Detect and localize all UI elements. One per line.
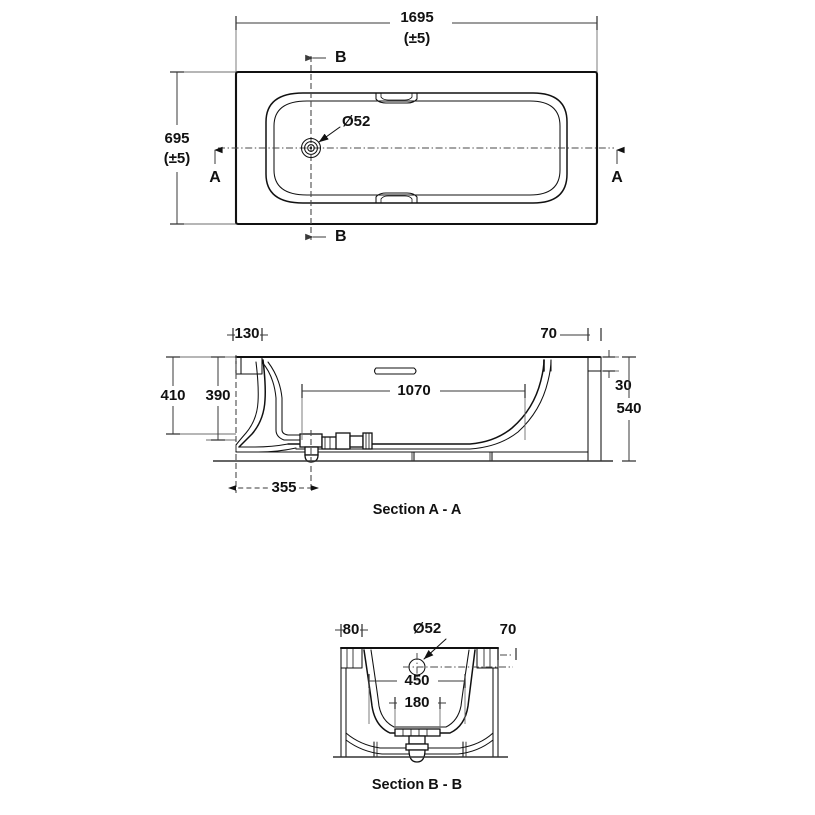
section-bb-waste-outlet	[403, 653, 431, 681]
section-aa-overall-height-dimension: 540	[616, 356, 642, 462]
section-bb-inner-width-value: 450	[404, 672, 429, 689]
section-bb-caption: Section B - B	[372, 777, 462, 793]
plan-waste-outlet	[300, 137, 322, 159]
section-aa-inner-depth-dimension: 390	[205, 356, 236, 441]
section-bb-inner-width-dimension: 450	[368, 672, 466, 724]
plan-section-mark-a-right: A	[611, 146, 625, 186]
plan-length-tolerance: (±5)	[404, 30, 431, 47]
section-aa-right-offset-value: 70	[540, 325, 557, 342]
section-bb-tub-body	[339, 646, 500, 763]
plan-section-mark-a-left: A	[209, 146, 223, 186]
section-bb-waste-diameter-label: Ø52	[413, 620, 441, 637]
plan-section-label-a-left: A	[209, 169, 221, 186]
plan-bowl-inner	[273, 100, 561, 196]
plan-length-dimension: 1695 (±5)	[235, 9, 598, 72]
plan-section-label-b-bottom: B	[335, 228, 347, 245]
section-bb-left-offset-dimension: 80	[335, 621, 368, 638]
section-aa-base-length-value: 1070	[397, 382, 430, 399]
section-aa-left-offset-dimension: 130	[227, 325, 268, 342]
section-bb-left-offset-value: 80	[343, 621, 360, 638]
section-aa-waste-offset-dimension: 355	[228, 355, 319, 496]
section-aa-right-offset-dimension: 70	[540, 325, 602, 342]
plan-width-value: 695	[164, 130, 189, 147]
plan-grip-bottom	[375, 192, 418, 204]
section-aa-waste-offset-value: 355	[271, 479, 296, 496]
section-aa-base-length-dimension: 1070	[301, 382, 526, 440]
section-aa-view: 130 70 410 390	[160, 325, 641, 518]
plan-waste-leader	[318, 126, 341, 143]
plan-section-label-b-top: B	[335, 49, 347, 66]
section-bb-base-width-value: 180	[404, 694, 429, 711]
plan-section-mark-b-top: B	[305, 49, 347, 66]
section-aa-waste-assembly	[261, 361, 373, 463]
section-aa-rim-thickness-dimension: 30	[601, 350, 632, 394]
plan-width-tolerance: (±5)	[164, 150, 191, 167]
plan-section-label-a-right: A	[611, 169, 623, 186]
section-bb-base-width-dimension: 180	[389, 694, 446, 729]
plan-grip-top	[375, 92, 418, 104]
section-bb-right-offset-dimension: 70	[497, 621, 517, 660]
plan-view: 1695 (±5) 695 (±5)	[164, 9, 625, 245]
section-bb-view: 80 70	[333, 620, 517, 793]
section-aa-caption: Section A - A	[373, 502, 462, 518]
section-aa-inner-depth-value: 390	[205, 387, 230, 404]
section-bb-waste-leader	[423, 638, 447, 660]
section-bb-right-offset-value: 70	[500, 621, 517, 638]
plan-waste-diameter-label: Ø52	[342, 113, 370, 130]
section-aa-internal-height-value: 410	[160, 387, 185, 404]
plan-section-mark-b-bottom: B	[305, 228, 347, 245]
section-aa-internal-height-dimension: 410	[160, 356, 236, 435]
section-aa-left-offset-value: 130	[234, 325, 259, 342]
section-aa-rim-thickness-value: 30	[615, 377, 632, 394]
plan-width-dimension: 695 (±5)	[164, 71, 240, 225]
plan-length-value: 1695	[400, 9, 433, 26]
section-aa-overall-height-value: 540	[616, 400, 641, 417]
section-aa-tub-body	[234, 355, 602, 462]
plan-bowl-outer	[265, 92, 568, 204]
